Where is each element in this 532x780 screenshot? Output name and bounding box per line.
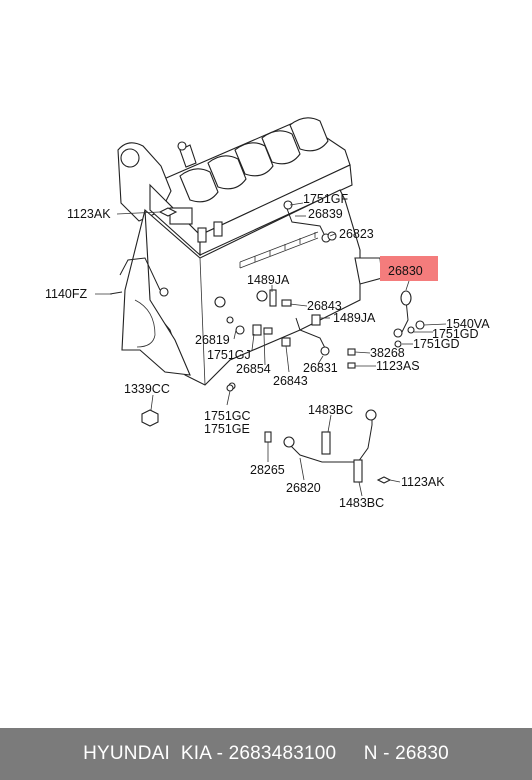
footer-part-number: 2683483100 xyxy=(228,743,337,764)
part-label: 1751GJ xyxy=(207,348,251,362)
part-label: 26854 xyxy=(236,362,271,376)
parts-diagram: 1751GF 26839 1123AK 26823 26830 1140FZ 1… xyxy=(45,117,490,510)
part-label: 26831 xyxy=(303,361,338,375)
part-label: 1339CC xyxy=(124,382,170,396)
engine-block-drawing xyxy=(117,117,383,390)
component-drawings xyxy=(109,200,425,484)
part-label: 26839 xyxy=(308,207,343,221)
part-label: 1751GC xyxy=(204,409,251,423)
part-label: 1489JA xyxy=(247,273,290,287)
highlight-box xyxy=(380,256,438,281)
footer-brand: HYUNDAI KIA xyxy=(83,743,212,764)
part-label: 26820 xyxy=(286,481,321,495)
part-label: 1540VA xyxy=(446,317,490,331)
part-label: 1751GE xyxy=(204,422,250,436)
part-label: 1123AK xyxy=(401,475,445,489)
part-label: 26843 xyxy=(307,299,342,313)
part-label: 1751GF xyxy=(303,192,349,206)
leader-lines xyxy=(95,202,447,497)
footer-gap xyxy=(336,743,363,764)
part-label: 1123AK xyxy=(67,207,111,221)
part-label: 1483BC xyxy=(308,403,353,417)
part-label: 1489JA xyxy=(333,311,376,325)
part-label: 1483BC xyxy=(339,496,384,510)
footer-ref: N - 26830 xyxy=(363,743,449,764)
part-label: 26819 xyxy=(195,333,230,347)
part-label: 26843 xyxy=(273,374,308,388)
part-label: 1751GD xyxy=(432,327,479,341)
part-label: 26823 xyxy=(339,227,374,241)
part-label: 26830 xyxy=(388,264,423,278)
footer-separator: - xyxy=(211,743,229,764)
part-label: 38268 xyxy=(370,346,405,360)
part-label: 1751GD xyxy=(413,337,460,351)
part-label: 28265 xyxy=(250,463,285,477)
part-label: 1123AS xyxy=(376,359,420,373)
part-labels: 1751GF 26839 1123AK 26823 26830 1140FZ 1… xyxy=(45,192,490,510)
footer-bar: HYUNDAI KIA - 2683483100 N - 26830 xyxy=(0,728,532,780)
part-label: 1140FZ xyxy=(45,287,88,301)
